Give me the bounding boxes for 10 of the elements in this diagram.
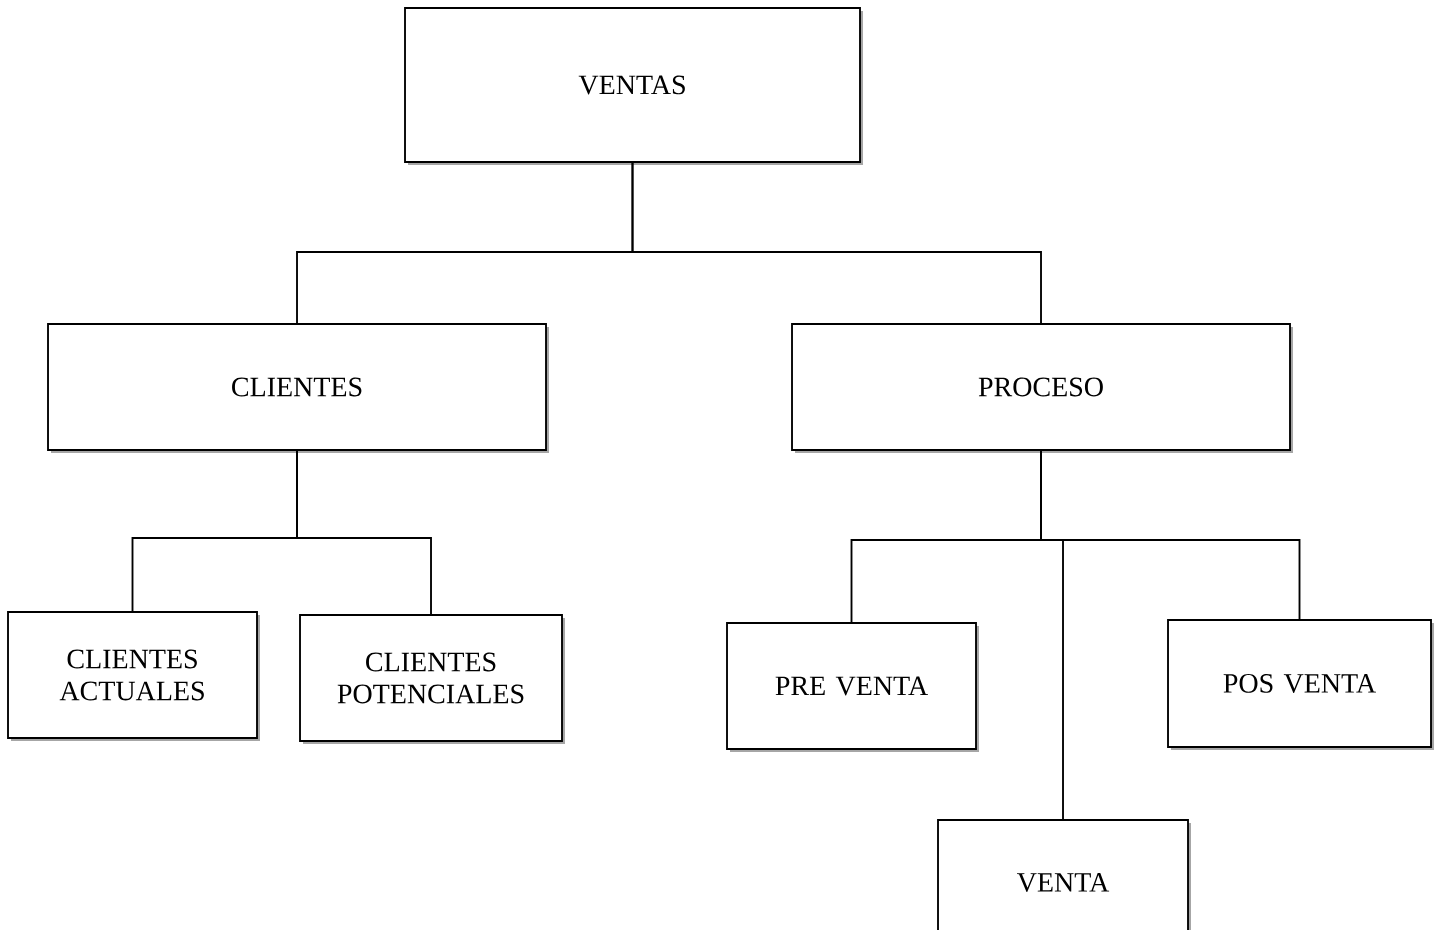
box: CLIENTES xyxy=(47,323,549,453)
box: PROCESO xyxy=(791,323,1293,453)
box: CLIENTES POTENCIALES xyxy=(299,614,565,744)
box: PRE VENTA xyxy=(726,622,979,752)
box: VENTA xyxy=(937,819,1191,930)
connector xyxy=(296,450,432,615)
box: POS VENTA xyxy=(1167,619,1434,750)
box: CLIENTES ACTUALES xyxy=(7,611,260,741)
connector xyxy=(631,162,1042,324)
box: VENTAS xyxy=(404,7,863,165)
